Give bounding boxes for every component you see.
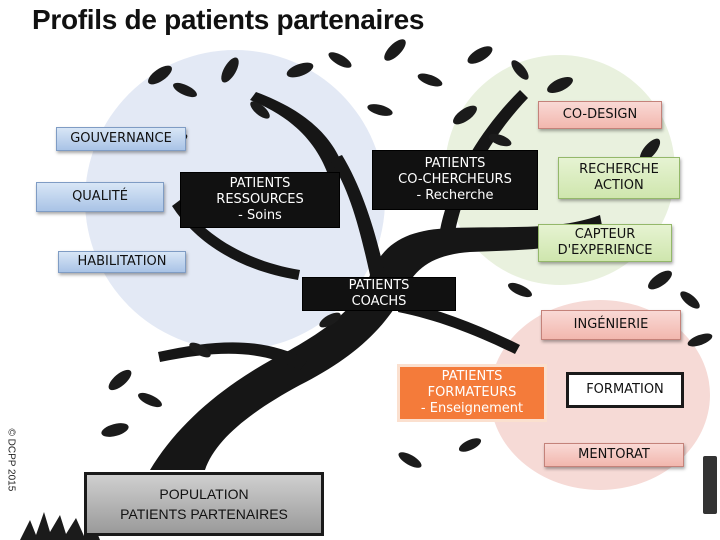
copyright-notice: © DCPP 2015: [4, 428, 18, 520]
node-ingenierie: INGÉNIERIE: [541, 310, 681, 340]
node-qualite: QUALITÉ: [36, 182, 164, 212]
node-co-design: CO-DESIGN: [538, 101, 662, 129]
tree-trunk: [150, 215, 604, 470]
node-recherche-action: RECHERCHE ACTION: [558, 157, 680, 199]
node-gouvernance: GOUVERNANCE: [56, 127, 186, 151]
leaves: [101, 39, 713, 468]
creative-commons-logo: [703, 456, 717, 514]
node-patients-cochercheurs: PATIENTS CO-CHERCHEURS - Recherche: [372, 150, 538, 210]
node-patients-ressources: PATIENTS RESSOURCES - Soins: [180, 172, 340, 228]
tree-branch: [330, 155, 384, 275]
node-patients-formateurs: PATIENTS FORMATEURS - Enseignement: [397, 364, 547, 422]
tree-branch: [250, 92, 345, 180]
grass: [20, 512, 100, 540]
page-title: Profils de patients partenaires: [32, 4, 425, 35]
node-habilitation: HABILITATION: [58, 251, 186, 273]
node-mentorat: MENTORAT: [544, 443, 684, 467]
node-formation: FORMATION: [566, 372, 684, 408]
node-patients-coachs: PATIENTS COACHS: [302, 277, 456, 311]
node-population: POPULATION PATIENTS PARTENAIRES: [84, 472, 324, 536]
tree-branch: [398, 300, 520, 354]
node-capteur-experience: CAPTEUR D'EXPERIENCE: [538, 224, 672, 262]
copyright-text: © DCPP 2015: [5, 428, 17, 492]
